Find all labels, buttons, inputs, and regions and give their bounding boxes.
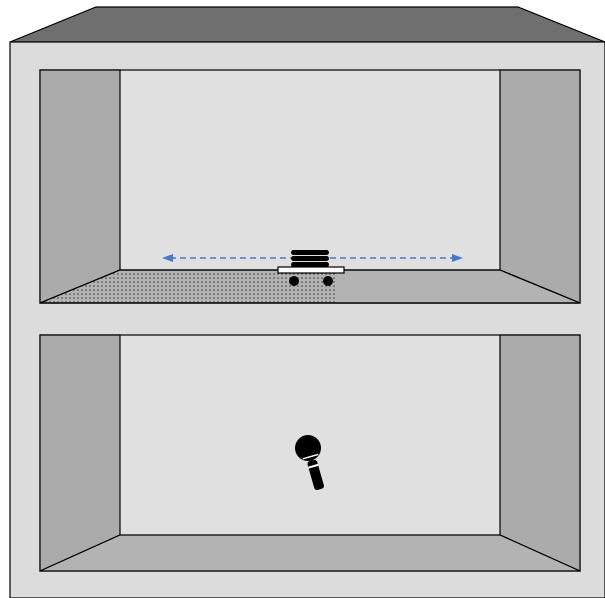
- cart-platform: [277, 266, 345, 274]
- lower-compartment-right-wall: [499, 334, 581, 572]
- upper-compartment-right-wall: [499, 69, 581, 304]
- arrowhead-right: [452, 254, 463, 262]
- stacked-disk: [291, 250, 329, 255]
- microphone-head: [295, 435, 321, 461]
- upper-compartment: [39, 69, 581, 304]
- cabinet-top: [9, 6, 605, 43]
- lower-compartment-floor: [39, 534, 581, 572]
- cart-wheel: [323, 276, 333, 286]
- stacked-disk: [291, 256, 329, 261]
- wheeled-cart: [277, 250, 345, 286]
- lower-compartment-left-wall: [39, 334, 121, 572]
- upper-compartment-left-wall: [39, 69, 121, 304]
- lower-compartment: [39, 334, 581, 572]
- cart-wheel: [289, 276, 299, 286]
- arrowhead-left: [162, 254, 173, 262]
- microphone-icon: [295, 435, 324, 491]
- stacked-disk: [291, 262, 329, 267]
- microphone-band: [308, 463, 319, 469]
